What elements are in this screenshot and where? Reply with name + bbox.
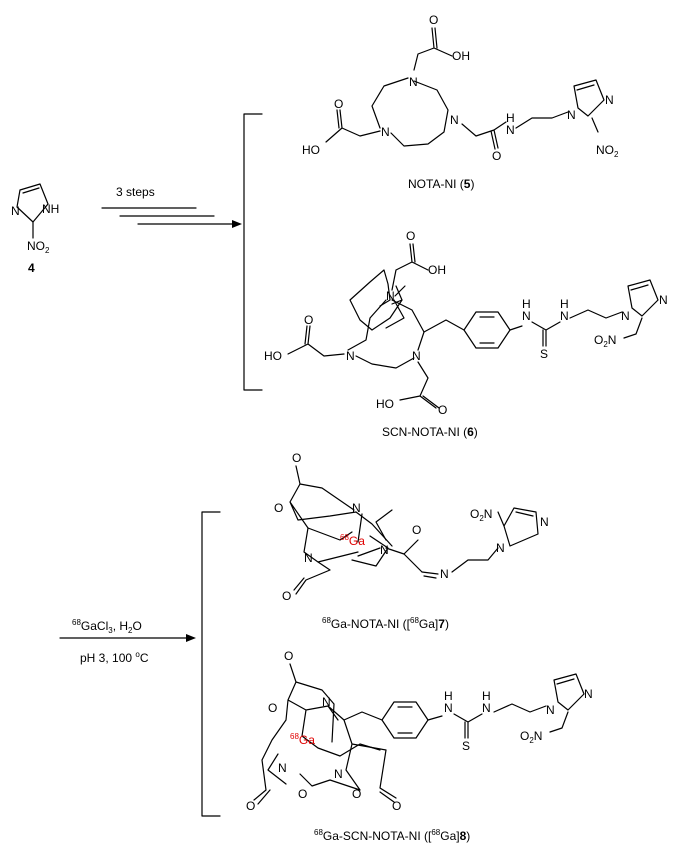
atom-n-left-7: N	[304, 551, 313, 565]
atom-o-bottom-7: O	[282, 589, 291, 603]
atom-n-imine-7: N	[440, 567, 449, 581]
compound-7-structure: O O N N N O O 68Ga N N N O2N	[274, 451, 549, 603]
atom-o-left-6: O	[304, 313, 313, 327]
atom-oh-top: OH	[452, 49, 470, 63]
atom-ho-bottom-6: HO	[376, 397, 394, 411]
atom-o-top-7: O	[292, 451, 301, 465]
atom-o-left-7: O	[274, 501, 283, 515]
atom-n1-imidazole: N	[567, 108, 576, 122]
atom-no2: NO2	[27, 239, 50, 255]
atom-o-left-8: O	[268, 701, 277, 715]
atom-o-bottom-right-8: O	[392, 799, 401, 813]
atom-h-thiourea-1-8: H	[444, 689, 453, 703]
atom-n3-imidazole-6: N	[659, 293, 668, 307]
atom-n-ring-right-6: N	[412, 349, 421, 363]
atom-o-top-6: O	[406, 229, 415, 243]
atom-s-thiourea-8: S	[462, 739, 470, 753]
atom-n-thiourea-1-8: N	[444, 701, 453, 715]
atom-nh: NH	[42, 202, 59, 216]
atom-n-ring-right: N	[450, 113, 459, 127]
compound-5-label: NOTA-NI (5)	[408, 177, 474, 191]
compound-4-label: 4	[28, 261, 35, 275]
atom-n-top-7: N	[352, 501, 361, 515]
atom-o2n-6: O2N	[594, 333, 616, 349]
reaction-arrow-1	[101, 207, 242, 228]
atom-o-amide: O	[492, 149, 501, 163]
atom-n-left-8: N	[278, 761, 287, 775]
atom-n-ring-left: N	[381, 125, 390, 139]
atom-n-thiourea-1: N	[522, 309, 531, 323]
atom-o-right-7: O	[412, 523, 421, 537]
atom-n-amide: N	[506, 123, 515, 137]
atom-n-right-7: N	[380, 543, 389, 557]
atom-n-ring-left-6: N	[346, 349, 355, 363]
atom-oh-top-6: OH	[428, 263, 446, 277]
condition-label: pH 3, 100 oC	[80, 650, 149, 665]
atom-o-top: O	[429, 13, 438, 27]
compound-7-label: 68Ga-NOTA-NI ([68Ga]7)	[322, 616, 449, 631]
product-bracket-2	[201, 511, 221, 817]
atom-o-bl-8: O	[298, 787, 307, 801]
atom-n3-imidazole-7: N	[540, 515, 549, 529]
atom-n-thiourea-2-8: N	[482, 701, 491, 715]
reagent-label-gacl3: 68GaCl3, H2O	[72, 618, 142, 635]
atom-s-thiourea: S	[540, 347, 548, 361]
atom-n: N	[11, 204, 20, 218]
reaction-arrow-2	[59, 634, 196, 642]
compound-6-structure: N N N O OH O HO HO O H N S H N N N O2N	[264, 229, 668, 417]
atom-n-right-8: N	[334, 767, 343, 781]
atom-n-ring-top: N	[409, 75, 418, 89]
atom-o-br-8: O	[352, 787, 361, 801]
atom-n3-imidazole: N	[605, 93, 614, 107]
atom-h-thiourea-2: H	[560, 297, 569, 311]
atom-ho-left: HO	[302, 143, 320, 157]
ga-center-8: 68Ga	[290, 732, 315, 747]
atom-n1-imidazole-8: N	[546, 703, 555, 717]
atom-o-bottom-6: O	[438, 403, 447, 417]
atom-h-thiourea-1: H	[522, 297, 531, 311]
atom-o2n-7: O2N	[470, 507, 492, 523]
atom-n-ring-top-6: N	[386, 289, 395, 303]
reagent-label-3-steps: 3 steps	[116, 185, 155, 199]
atom-h-thiourea-2-8: H	[482, 689, 491, 703]
atom-o-top-8: O	[284, 649, 293, 663]
atom-n-thiourea-2: N	[560, 309, 569, 323]
atom-no2-5: NO2	[596, 143, 619, 159]
compound-5-structure: N N N O OH O HO O H N N N NO2	[302, 13, 619, 163]
compound-8-label: 68Ga-SCN-NOTA-NI ([68Ga]8)	[314, 828, 470, 843]
compound-6-label: SCN-NOTA-NI (6)	[382, 425, 478, 439]
atom-n1-imidazole-7: N	[496, 541, 505, 555]
atom-n1-imidazole-6: N	[621, 309, 630, 323]
atom-h-amide: H	[506, 111, 515, 125]
compound-4-structure: N NH NO2	[11, 183, 59, 255]
compound-8-structure: O O N N N O O O O 68Ga H N S H N N N O2N	[246, 649, 593, 813]
ga-center-7: 68Ga	[340, 533, 365, 548]
atom-o-left: O	[334, 97, 343, 111]
atom-o2n-8: O2N	[520, 729, 542, 745]
atom-n3-imidazole-8: N	[584, 687, 593, 701]
atom-ho-left-6: HO	[264, 349, 282, 363]
atom-n-top-8: N	[322, 695, 331, 709]
atom-o-bottom-left-8: O	[246, 799, 255, 813]
product-bracket-1	[243, 113, 263, 391]
